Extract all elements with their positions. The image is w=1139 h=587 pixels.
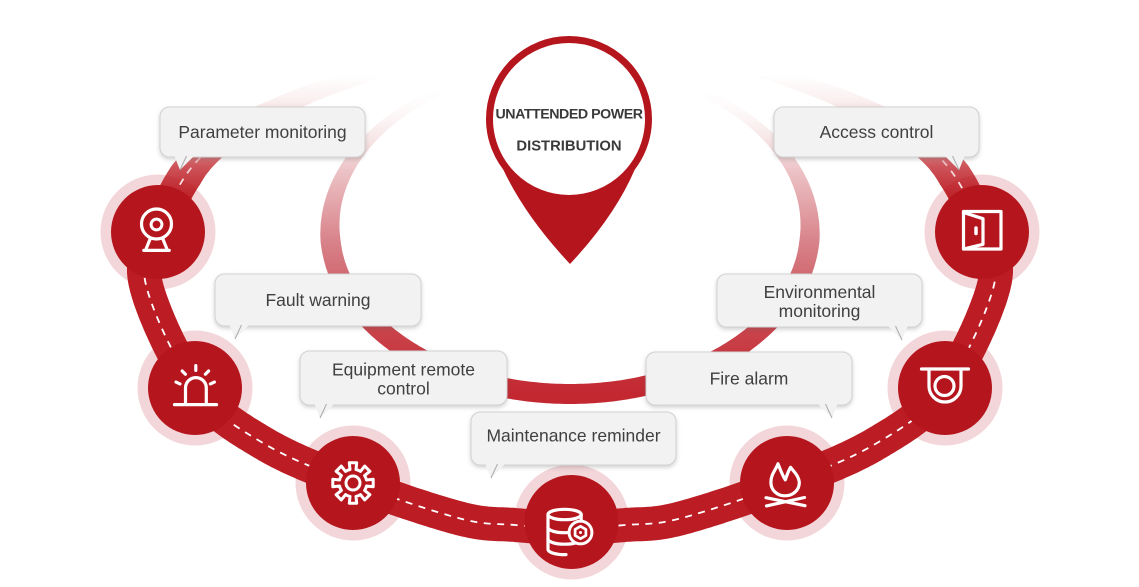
svg-text:Fire alarm: Fire alarm (710, 369, 789, 389)
svg-text:Fault warning: Fault warning (265, 290, 370, 310)
svg-text:Maintenance reminder: Maintenance reminder (486, 425, 660, 445)
svg-text:monitoring: monitoring (779, 301, 861, 321)
svg-text:control: control (377, 378, 430, 398)
svg-text:DISTRIBUTION: DISTRIBUTION (516, 139, 621, 155)
svg-text:Access control: Access control (820, 122, 934, 142)
svg-text:Equipment remote: Equipment remote (332, 360, 475, 380)
svg-text:Environmental: Environmental (764, 282, 876, 302)
svg-text:Parameter monitoring: Parameter monitoring (178, 122, 346, 142)
svg-text:UNATTENDED POWER: UNATTENDED POWER (495, 107, 642, 123)
